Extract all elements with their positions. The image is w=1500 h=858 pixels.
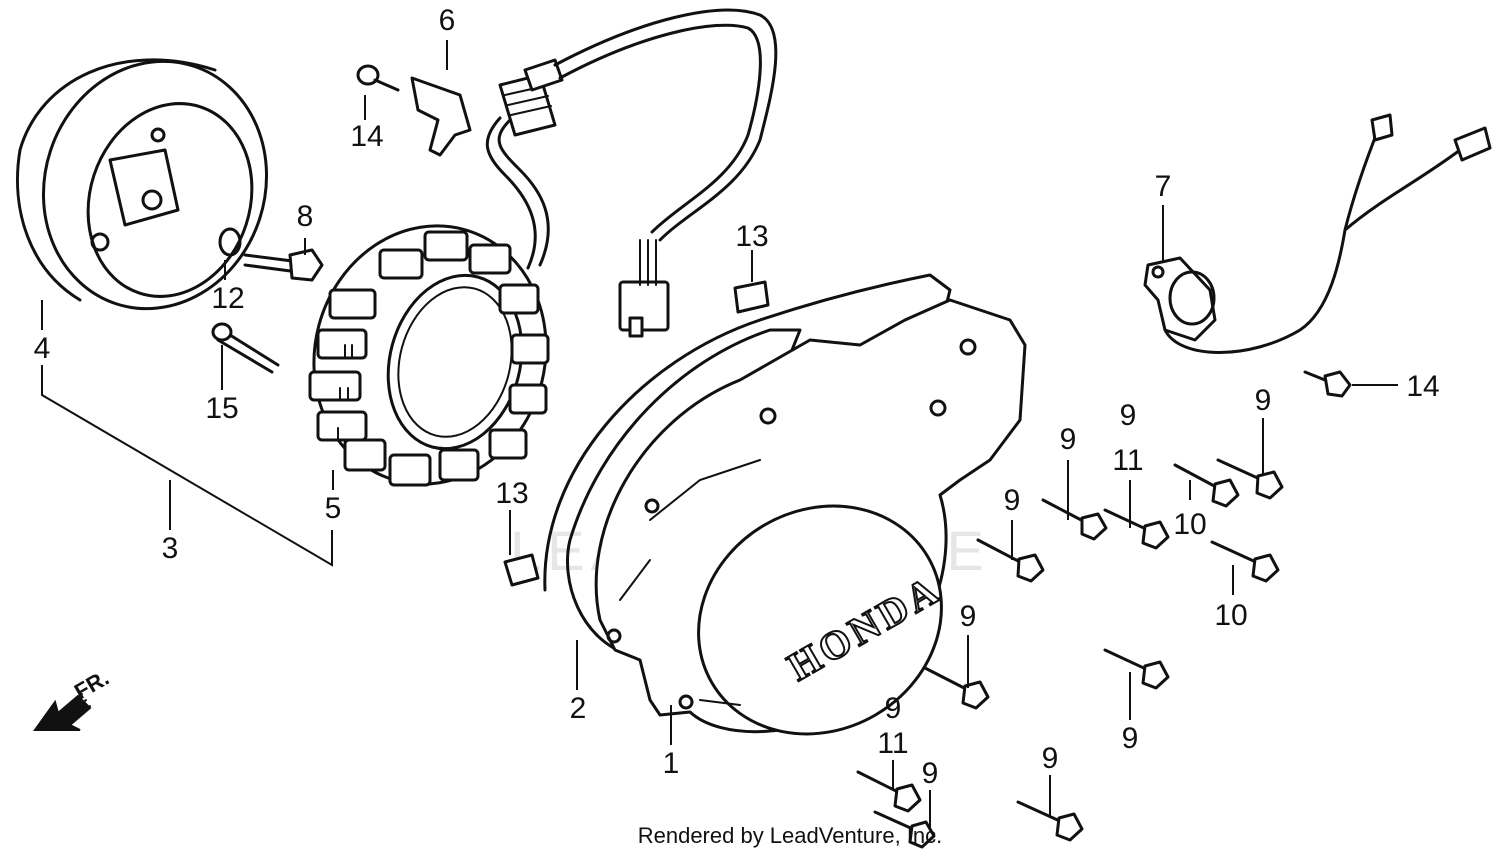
bolt-f — [976, 538, 1045, 583]
stator-coil — [308, 224, 550, 487]
callout-9-g: 9 — [885, 692, 902, 725]
engine-side-cover: HONDA — [594, 298, 1027, 736]
callout-9-b: 9 — [1060, 423, 1077, 456]
bolt-part-15 — [211, 322, 280, 374]
callout-9-a: 9 — [1120, 399, 1137, 432]
flywheel-rotor — [16, 58, 269, 311]
callout-13-bottom: 13 — [495, 477, 528, 510]
bolt-c — [1173, 463, 1240, 508]
bolt-d — [1216, 458, 1284, 500]
front-direction-arrow: FR. — [33, 665, 113, 731]
bolt-set-right — [856, 458, 1284, 849]
callout-9-f: 9 — [1122, 722, 1139, 755]
bolt-i — [856, 770, 922, 813]
callout-12: 12 — [211, 282, 244, 315]
bolt-part-14-right — [1303, 370, 1352, 398]
stator-wire-harness — [485, 8, 778, 338]
callout-5: 5 — [325, 492, 342, 525]
bolt-part-8 — [243, 248, 324, 282]
callout-2: 2 — [570, 692, 587, 725]
callout-13-top: 13 — [735, 220, 768, 253]
bolt-e — [1210, 540, 1280, 583]
callout-3: 3 — [162, 532, 179, 565]
bolt-part-14-top — [356, 64, 400, 92]
callout-9-i: 9 — [1042, 742, 1059, 775]
bolt-a — [1041, 498, 1108, 541]
leader-lines — [41, 40, 1398, 828]
callout-14-top: 14 — [350, 120, 383, 153]
bolt-h — [1103, 648, 1170, 690]
callout-14-right: 14 — [1406, 370, 1439, 403]
bracket-part-6 — [410, 76, 472, 157]
pulse-generator — [1143, 113, 1492, 354]
callout-10-a: 10 — [1173, 508, 1206, 541]
bolt-k — [1016, 800, 1084, 842]
callout-labels: 6 14 8 12 15 4 3 5 13 13 2 1 7 14 9 9 11… — [34, 4, 1440, 790]
callout-1: 1 — [663, 747, 680, 780]
callout-10-b: 10 — [1214, 599, 1247, 632]
callout-8: 8 — [297, 200, 314, 233]
callout-9-e: 9 — [960, 600, 977, 633]
callout-6: 6 — [439, 4, 456, 37]
callout-11-a: 11 — [1112, 444, 1143, 477]
footer-credit: Rendered by LeadVenture, Inc. — [637, 823, 943, 848]
callout-7: 7 — [1155, 170, 1172, 203]
dowel-pin-13-bottom — [503, 553, 540, 587]
callout-4: 4 — [34, 332, 51, 365]
callout-15: 15 — [205, 392, 238, 425]
bolt-j — [873, 810, 936, 849]
callout-11-b: 11 — [877, 727, 908, 760]
dowel-pin-13-top — [733, 280, 770, 314]
callout-9-d: 9 — [1004, 484, 1021, 517]
washer-part-12 — [218, 227, 242, 257]
callout-9-c: 9 — [1255, 384, 1272, 417]
callout-9-h: 9 — [922, 757, 939, 790]
bolt-g — [923, 666, 990, 710]
bolt-b — [1103, 508, 1170, 550]
